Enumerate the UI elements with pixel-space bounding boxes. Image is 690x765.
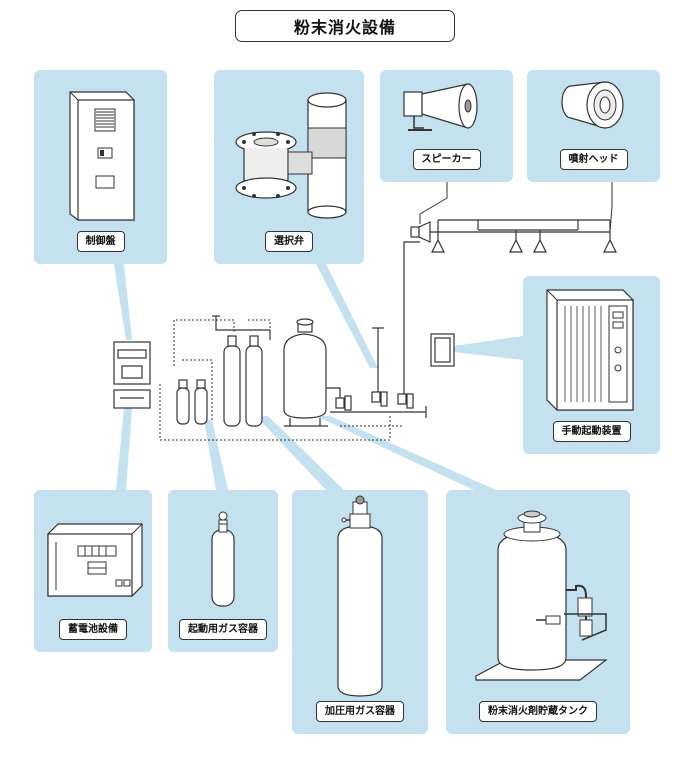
agent-tank-card: 粉末消火剤貯蔵タンク — [446, 490, 630, 734]
control-panel-symbol — [113, 341, 151, 385]
pressure-cylinders — [223, 335, 263, 427]
pressure-gas-illustration — [337, 495, 383, 697]
starter-cylinders — [176, 379, 208, 425]
battery-illustration — [47, 523, 143, 597]
selector-valve-card: 選択弁 — [214, 70, 364, 264]
starter-gas-card: 起動用ガス容器 — [168, 490, 278, 652]
connector-pressure — [256, 416, 344, 490]
battery-label: 蓄電池設備 — [59, 619, 127, 640]
speaker-label: スピーカー — [412, 149, 481, 170]
agent-tank-symbol — [283, 318, 328, 427]
nozzle-symbols — [431, 238, 617, 253]
starter-gas-illustration — [211, 511, 235, 607]
agent-tank-label: 粉末消火剤貯蔵タンク — [479, 701, 597, 722]
connector-battery — [116, 408, 132, 490]
battery-symbol — [113, 389, 151, 409]
speaker-symbol — [410, 221, 431, 243]
nozzle-label: 噴射ヘッド — [559, 149, 628, 170]
agent-tank-illustration — [475, 510, 608, 681]
nozzle-illustration — [561, 81, 624, 129]
connector-tank — [316, 416, 496, 490]
diagram-title: 粉末消火設備 — [235, 10, 455, 42]
selector-valve-illustration — [235, 92, 347, 219]
manual-starter-symbol — [430, 333, 455, 367]
connector-starter — [204, 420, 228, 490]
connector-manual — [454, 336, 523, 360]
control-panel-illustration — [69, 91, 135, 221]
selector-valve-label: 選択弁 — [265, 231, 313, 252]
manual-starter-label: 手動起動装置 — [552, 421, 631, 442]
speaker-card: スピーカー — [380, 70, 513, 182]
control-panel-label: 制御盤 — [76, 231, 125, 252]
speaker-illustration — [403, 83, 478, 131]
nozzle-card: 噴射ヘッド — [527, 70, 660, 182]
manual-starter-card: 手動起動装置 — [523, 276, 660, 454]
pressure-gas-card: 加圧用ガス容器 — [292, 490, 428, 734]
pressure-gas-label: 加圧用ガス容器 — [316, 701, 404, 722]
starter-gas-label: 起動用ガス容器 — [179, 619, 267, 640]
control-panel-card: 制御盤 — [34, 70, 167, 264]
selector-valve-symbols — [335, 391, 414, 411]
battery-card: 蓄電池設備 — [34, 490, 152, 652]
manual-starter-illustration — [546, 289, 634, 411]
connector-selector — [316, 264, 378, 368]
connector-control — [114, 264, 132, 340]
